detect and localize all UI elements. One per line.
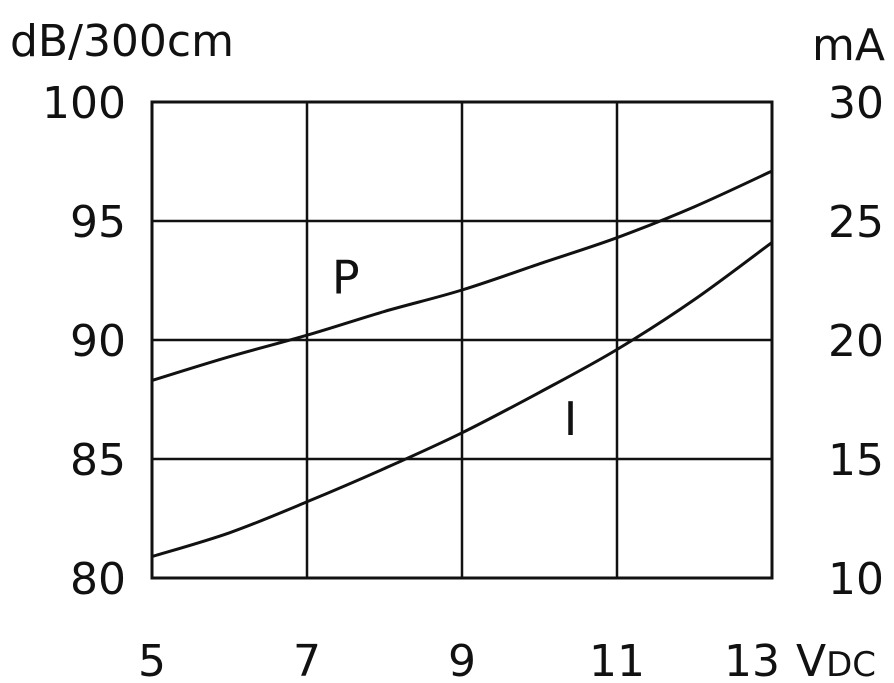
series-line-i — [151, 241, 773, 559]
x-axis-unit-main: V — [796, 636, 826, 683]
plot-frame — [150, 100, 774, 580]
right-tick-label: 30 — [828, 78, 884, 129]
right-tick-label: 10 — [828, 554, 884, 605]
left-tick-label: 85 — [70, 435, 126, 486]
x-tick-label: 5 — [138, 636, 166, 683]
x-tick-label: 13 — [724, 636, 780, 683]
x-axis-unit-sub: DC — [826, 645, 876, 683]
x-tick-label: 9 — [448, 636, 476, 683]
right-tick-label: 15 — [828, 435, 884, 486]
series-label-p: P — [332, 250, 360, 304]
left-tick-label: 100 — [42, 78, 126, 129]
curves: PI — [151, 169, 773, 559]
x-tick-label: 7 — [293, 636, 321, 683]
grid — [152, 102, 772, 578]
series-line-p — [151, 169, 773, 382]
left-tick-label: 90 — [70, 316, 126, 367]
left-tick-label: 80 — [70, 554, 126, 605]
series-label-i: I — [564, 392, 578, 446]
left-tick-label: 95 — [70, 197, 126, 248]
right-tick-label: 25 — [828, 197, 884, 248]
left-axis-unit: dB/300cm — [10, 16, 234, 67]
right-tick-label: 20 — [828, 316, 884, 367]
ticks: 100 95 90 85 80 30 25 20 15 10 5 7 9 11 13 — [42, 78, 884, 683]
x-axis-unit: VDC — [796, 636, 876, 683]
right-axis-unit: mA — [812, 20, 885, 71]
x-tick-label: 11 — [589, 636, 645, 683]
